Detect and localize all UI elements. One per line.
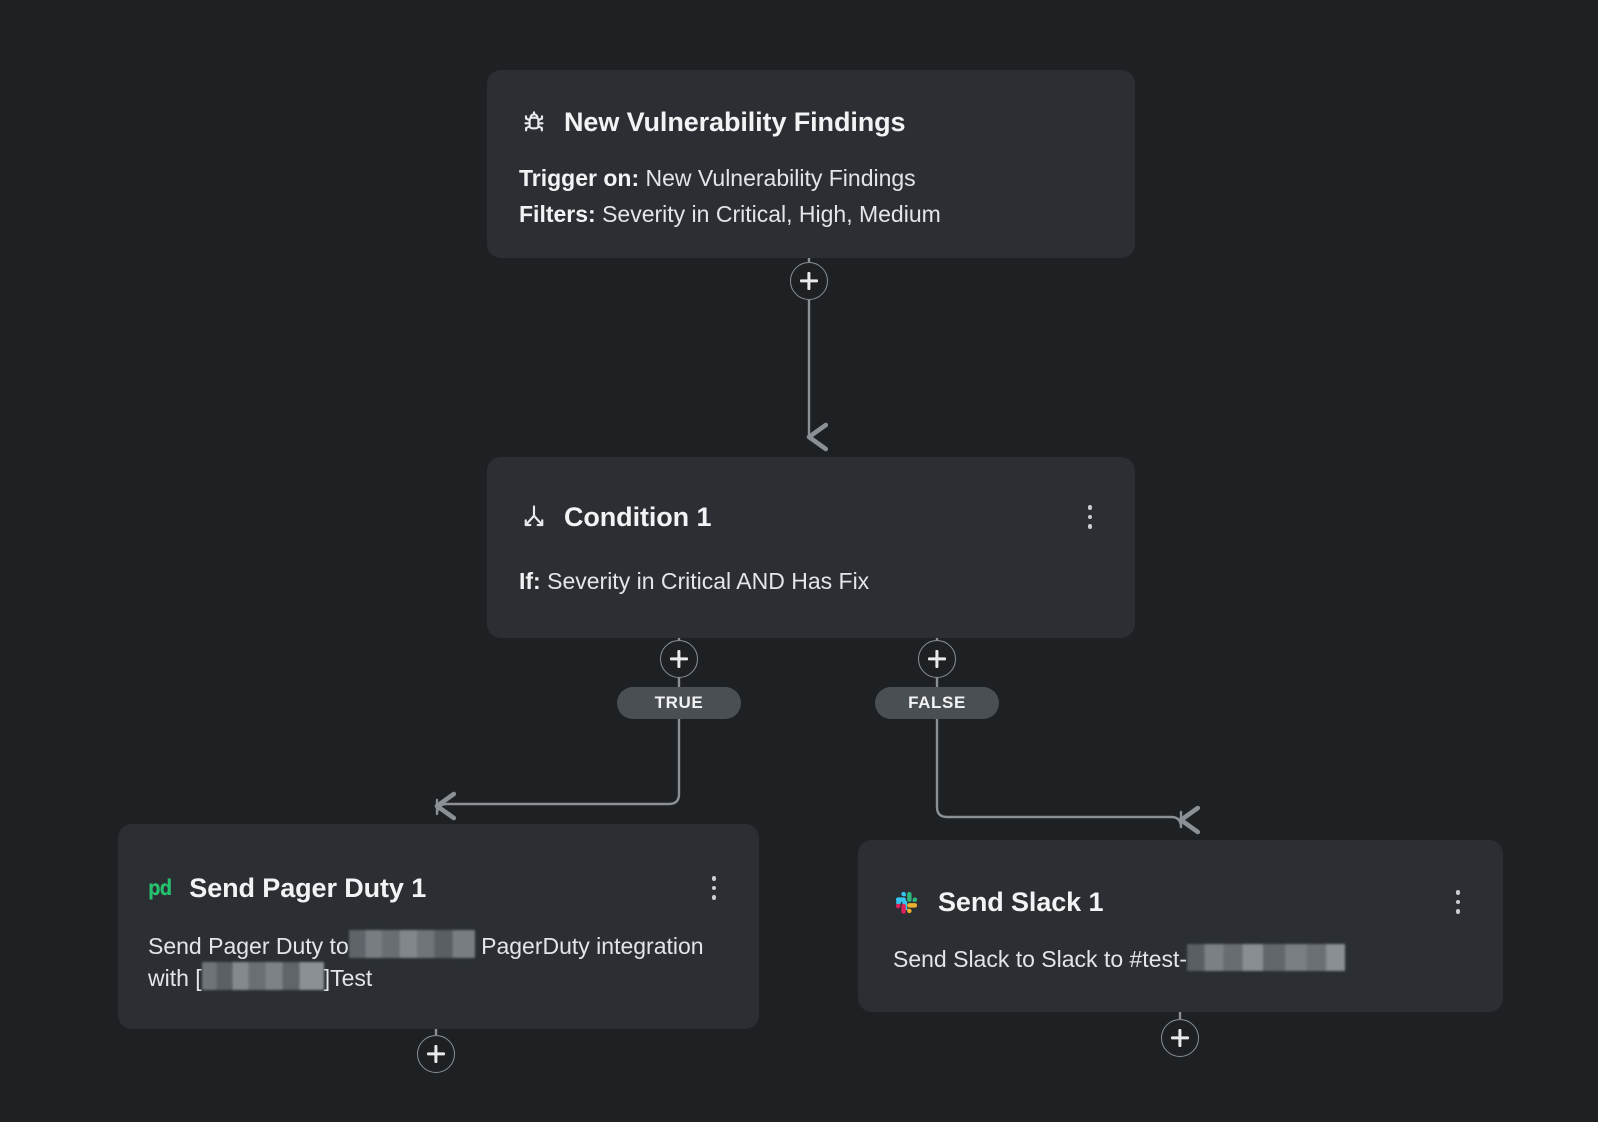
node-send-slack-1[interactable]: Send Slack 1 Send Slack to Slack to #tes…	[858, 840, 1503, 1012]
condition-body: If: Severity in Critical AND Has Fix	[519, 563, 1103, 599]
trigger-title: New Vulnerability Findings	[564, 106, 906, 137]
node-send-pager-duty-1[interactable]: pd Send Pager Duty 1 Send Pager Duty to …	[118, 824, 759, 1029]
pagerduty-redacted-service	[348, 930, 475, 958]
branch-label-false[interactable]: FALSE	[875, 687, 999, 719]
branch-label-true[interactable]: TRUE	[617, 687, 741, 719]
condition-if-value: Severity in Critical AND Has Fix	[547, 568, 870, 594]
node-condition-1[interactable]: Condition 1 If: Severity in Critical AND…	[487, 457, 1135, 638]
trigger-on-label: Trigger on:	[519, 165, 640, 191]
node-trigger-new-vulnerability-findings[interactable]: New Vulnerability Findings Trigger on: N…	[487, 70, 1135, 258]
kebab-dot	[711, 885, 717, 891]
kebab-dot	[1087, 505, 1093, 510]
condition-header: Condition 1	[519, 495, 1103, 539]
trigger-row-trigger-on: Trigger on: New Vulnerability Findings	[519, 160, 1103, 196]
slack-desc-part1: Send Slack to Slack to #test-	[893, 946, 1188, 972]
edge-true-to-pagerduty	[435, 717, 681, 816]
slack-body: Send Slack to Slack to #test-	[893, 944, 1471, 975]
slack-more-options[interactable]	[1445, 885, 1471, 919]
kebab-dot	[711, 876, 717, 881]
pagerduty-desc-part1: Send Pager Duty to	[148, 933, 349, 959]
add-step-after-pagerduty[interactable]	[417, 1035, 455, 1073]
pagerduty-title: Send Pager Duty 1	[189, 872, 427, 903]
kebab-dot	[1455, 890, 1461, 895]
filters-value: Severity in Critical, High, Medium	[602, 201, 941, 227]
kebab-dot	[1455, 909, 1461, 914]
pagerduty-more-options[interactable]	[701, 871, 727, 905]
branch-split-icon	[519, 502, 549, 532]
add-step-after-slack[interactable]	[1161, 1019, 1199, 1057]
trigger-body: Trigger on: New Vulnerability Findings F…	[519, 160, 1103, 232]
pagerduty-redacted-key	[201, 962, 324, 990]
edge-false-to-slack	[935, 717, 1183, 829]
slack-redacted-channel	[1187, 944, 1346, 971]
trigger-header: New Vulnerability Findings	[519, 100, 1103, 144]
add-step-false-branch[interactable]	[918, 640, 956, 678]
slack-logo-icon	[893, 889, 920, 916]
filters-label: Filters:	[519, 201, 596, 227]
trigger-on-value: New Vulnerability Findings	[645, 165, 916, 191]
pagerduty-logo-icon: pd	[148, 875, 172, 900]
slack-header: Send Slack 1	[893, 882, 1471, 922]
add-step-after-trigger[interactable]	[790, 262, 828, 300]
pagerduty-desc-part3: ]Test	[323, 965, 373, 991]
pagerduty-body: Send Pager Duty to PagerDuty integration…	[148, 930, 727, 994]
pagerduty-desc-part2: PagerDuty integration with [	[148, 933, 704, 991]
trigger-row-filters: Filters: Severity in Critical, High, Med…	[519, 196, 1103, 232]
kebab-dot	[1087, 514, 1093, 520]
condition-more-options[interactable]	[1077, 500, 1103, 534]
add-step-true-branch[interactable]	[660, 640, 698, 678]
bug-icon	[519, 107, 549, 137]
kebab-dot	[711, 895, 717, 900]
kebab-dot	[1087, 524, 1093, 529]
condition-title: Condition 1	[564, 501, 712, 532]
condition-if-label: If:	[519, 568, 541, 594]
pagerduty-header: pd Send Pager Duty 1	[148, 868, 727, 908]
kebab-dot	[1455, 899, 1461, 905]
slack-title: Send Slack 1	[938, 886, 1104, 917]
